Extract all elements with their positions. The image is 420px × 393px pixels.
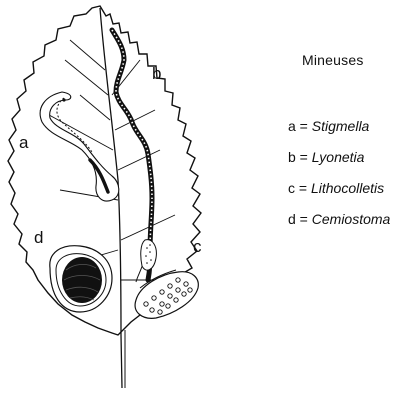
legend-separator: =: [296, 118, 312, 134]
diagram-label-d: d: [34, 228, 43, 248]
legend-letter: a: [288, 118, 296, 134]
legend-letter: c: [288, 180, 295, 196]
legend-species-name: Cemiostoma: [312, 211, 391, 227]
legend-item-b: b = Lyonetia: [288, 149, 364, 165]
legend-species-name: Lithocolletis: [311, 180, 384, 196]
legend-separator: =: [296, 149, 312, 165]
legend-species-name: Lyonetia: [312, 149, 365, 165]
legend-separator: =: [296, 211, 312, 227]
legend-item-a: a = Stigmella: [288, 118, 369, 134]
legend-item-c: c = Lithocolletis: [288, 180, 384, 196]
diagram-label-b: b: [152, 64, 161, 84]
legend-item-d: d = Cemiostoma: [288, 211, 390, 227]
diagram-label-c: c: [193, 237, 202, 257]
legend-letter: d: [288, 211, 296, 227]
legend-separator: =: [295, 180, 311, 196]
legend-species-name: Stigmella: [312, 118, 370, 134]
diagram-label-a: a: [19, 133, 28, 153]
legend-title: Mineuses: [302, 52, 364, 68]
legend-letter: b: [288, 149, 296, 165]
mine-d-cemiostoma: [50, 246, 112, 312]
